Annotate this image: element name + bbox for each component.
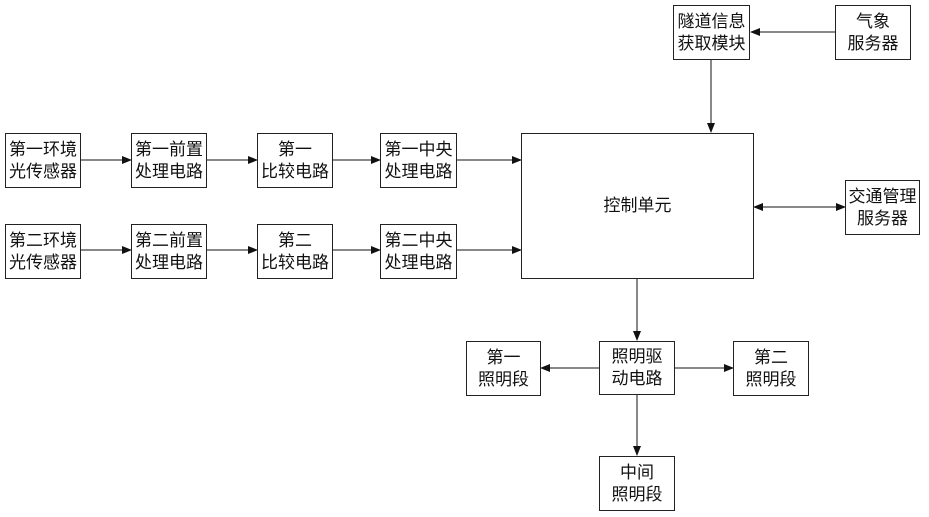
cpu1-line-1: 第一中央 (385, 139, 453, 161)
first-lighting-segment-box: 第一 照明段 (466, 341, 541, 396)
cmp1-line-1: 第一 (278, 139, 312, 161)
cpu1-line-2: 处理电路 (385, 161, 453, 183)
pre2-box: 第二前置 处理电路 (131, 224, 207, 279)
traffic-line-1: 交通管理 (849, 186, 917, 208)
sensor2-line-2: 光传感器 (9, 252, 77, 274)
traffic-line-2: 服务器 (857, 208, 908, 230)
cmp1-line-2: 比较电路 (261, 161, 329, 183)
seg1-line-2: 照明段 (478, 369, 529, 391)
driver-line-1: 照明驱 (612, 346, 663, 368)
driver-line-2: 动电路 (612, 368, 663, 390)
cmp1-box: 第一 比较电路 (257, 133, 333, 188)
cpu2-line-1: 第二中央 (385, 230, 453, 252)
segmid-line-1: 中间 (620, 462, 654, 484)
control-unit-box: 控制单元 (521, 133, 754, 279)
pre2-line-2: 处理电路 (135, 252, 203, 274)
seg2-line-1: 第二 (754, 347, 788, 369)
sensor1-line-2: 光传感器 (9, 161, 77, 183)
pre1-box: 第一前置 处理电路 (131, 133, 207, 188)
segmid-line-2: 照明段 (612, 484, 663, 506)
weather-line-1: 气象 (856, 11, 890, 33)
tunnel-info-line-1: 隧道信息 (678, 11, 746, 33)
sensor1-line-1: 第一环境 (9, 139, 77, 161)
weather-server-box: 气象 服务器 (835, 5, 911, 60)
cpu2-line-2: 处理电路 (385, 252, 453, 274)
middle-lighting-segment-box: 中间 照明段 (599, 456, 675, 511)
sensor2-line-1: 第二环境 (9, 230, 77, 252)
weather-line-2: 服务器 (848, 33, 899, 55)
sensor1-box: 第一环境 光传感器 (5, 133, 81, 188)
cmp2-box: 第二 比较电路 (257, 224, 333, 279)
cpu1-box: 第一中央 处理电路 (380, 133, 457, 188)
traffic-server-box: 交通管理 服务器 (845, 180, 920, 235)
control-unit-label: 控制单元 (604, 195, 672, 217)
tunnel-info-module-box: 隧道信息 获取模块 (673, 5, 750, 60)
pre1-line-1: 第一前置 (135, 139, 203, 161)
cmp2-line-2: 比较电路 (261, 252, 329, 274)
second-lighting-segment-box: 第二 照明段 (733, 341, 809, 396)
lighting-driver-box: 照明驱 动电路 (599, 341, 675, 395)
pre1-line-2: 处理电路 (135, 161, 203, 183)
seg2-line-2: 照明段 (746, 369, 797, 391)
pre2-line-1: 第二前置 (135, 230, 203, 252)
tunnel-info-line-2: 获取模块 (678, 33, 746, 55)
sensor2-box: 第二环境 光传感器 (5, 224, 81, 279)
seg1-line-1: 第一 (487, 347, 521, 369)
cmp2-line-1: 第二 (278, 230, 312, 252)
cpu2-box: 第二中央 处理电路 (380, 224, 457, 279)
